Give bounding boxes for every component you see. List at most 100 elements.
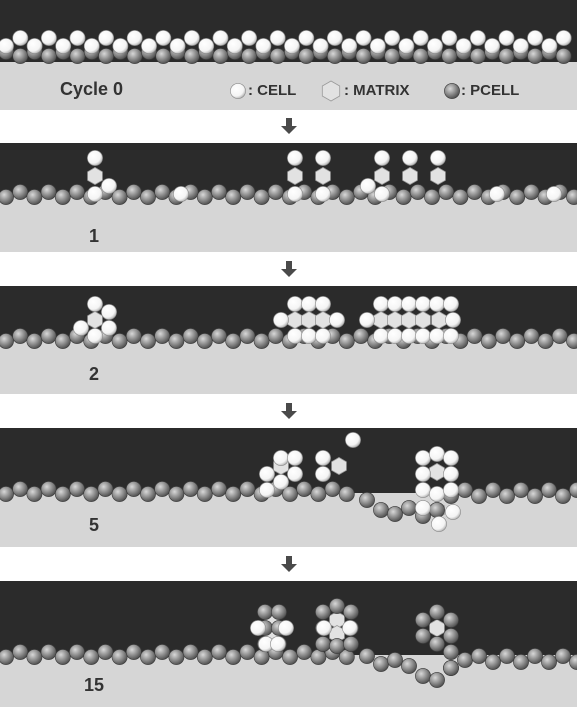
cell — [415, 500, 431, 516]
pcell — [469, 48, 486, 64]
cell — [87, 150, 103, 166]
cell — [259, 466, 275, 482]
matrix — [431, 311, 447, 329]
down-arrow — [281, 118, 297, 134]
pcell — [471, 648, 487, 664]
panel-dark-region — [0, 143, 577, 195]
cell — [342, 620, 358, 636]
pcell — [315, 636, 331, 652]
pcell — [257, 604, 273, 620]
pcell — [513, 482, 529, 498]
pcell — [384, 48, 400, 64]
pcell — [40, 644, 57, 660]
pcell — [12, 481, 29, 497]
matrix — [415, 311, 431, 329]
cell — [155, 30, 172, 46]
pcell — [12, 328, 29, 344]
pcell — [182, 481, 199, 497]
cell — [55, 38, 72, 54]
panel-label-cycle-5: 5 — [89, 515, 100, 535]
matrix — [429, 619, 445, 637]
pcell — [26, 649, 43, 665]
pcell — [154, 644, 171, 660]
pcell — [140, 649, 156, 665]
cell — [489, 186, 505, 202]
matrix — [315, 167, 331, 185]
panel-label-cycle-1: 1 — [89, 226, 100, 246]
cell — [412, 30, 429, 46]
pcell — [26, 189, 43, 205]
matrix — [401, 311, 417, 329]
pcell — [12, 184, 29, 200]
cell — [398, 38, 415, 54]
cell — [101, 304, 117, 320]
cell — [441, 30, 458, 46]
pcell — [126, 48, 143, 64]
pcell — [83, 486, 100, 502]
pcell — [154, 184, 171, 200]
pcell — [495, 328, 511, 344]
cell — [484, 38, 501, 54]
cell — [173, 186, 189, 202]
pcell — [168, 486, 185, 502]
pcell — [566, 333, 577, 349]
pcell — [429, 604, 445, 620]
pcell — [443, 628, 459, 644]
pcell — [527, 648, 543, 664]
pcell — [499, 488, 515, 504]
pcell — [282, 649, 298, 665]
pcell — [569, 482, 577, 498]
cell — [469, 30, 486, 46]
matrix — [374, 167, 390, 185]
pcell — [415, 628, 431, 644]
pcell — [527, 48, 543, 64]
pcell — [225, 649, 242, 665]
cell — [255, 38, 272, 54]
pcell — [415, 668, 431, 684]
cell — [326, 30, 343, 46]
down-arrow — [281, 261, 297, 277]
pcell — [338, 486, 355, 502]
pcell — [154, 481, 171, 497]
cell — [0, 38, 14, 54]
pcell — [509, 333, 526, 349]
cell — [87, 328, 103, 344]
matrix — [430, 167, 446, 185]
cell — [415, 328, 431, 344]
cell — [443, 328, 459, 344]
panel-dark-region — [0, 581, 577, 655]
cell — [315, 328, 331, 344]
pcell — [211, 644, 227, 660]
pcell — [471, 488, 487, 504]
pcell — [0, 649, 14, 665]
cell — [387, 328, 403, 344]
pcell — [324, 481, 341, 497]
cell — [87, 186, 103, 202]
cell — [301, 328, 317, 344]
pcell — [499, 648, 515, 664]
cell — [270, 636, 286, 652]
cell — [112, 38, 129, 54]
pcell — [40, 481, 57, 497]
pcell — [555, 488, 571, 504]
matrix — [315, 311, 331, 329]
cell — [250, 620, 266, 636]
cell — [430, 150, 446, 166]
pcell — [111, 486, 128, 502]
pcell — [69, 48, 86, 64]
cell — [546, 186, 562, 202]
pcell — [343, 636, 359, 652]
pcell — [111, 333, 128, 349]
cell — [401, 296, 417, 312]
pcell — [12, 644, 29, 660]
cell — [298, 30, 315, 46]
pcell — [182, 644, 199, 660]
pcell — [211, 184, 227, 200]
cell — [273, 474, 289, 490]
pcell — [54, 189, 71, 205]
pcell — [444, 83, 460, 99]
pcell — [196, 649, 213, 665]
matrix — [87, 311, 103, 329]
cell — [431, 516, 447, 532]
